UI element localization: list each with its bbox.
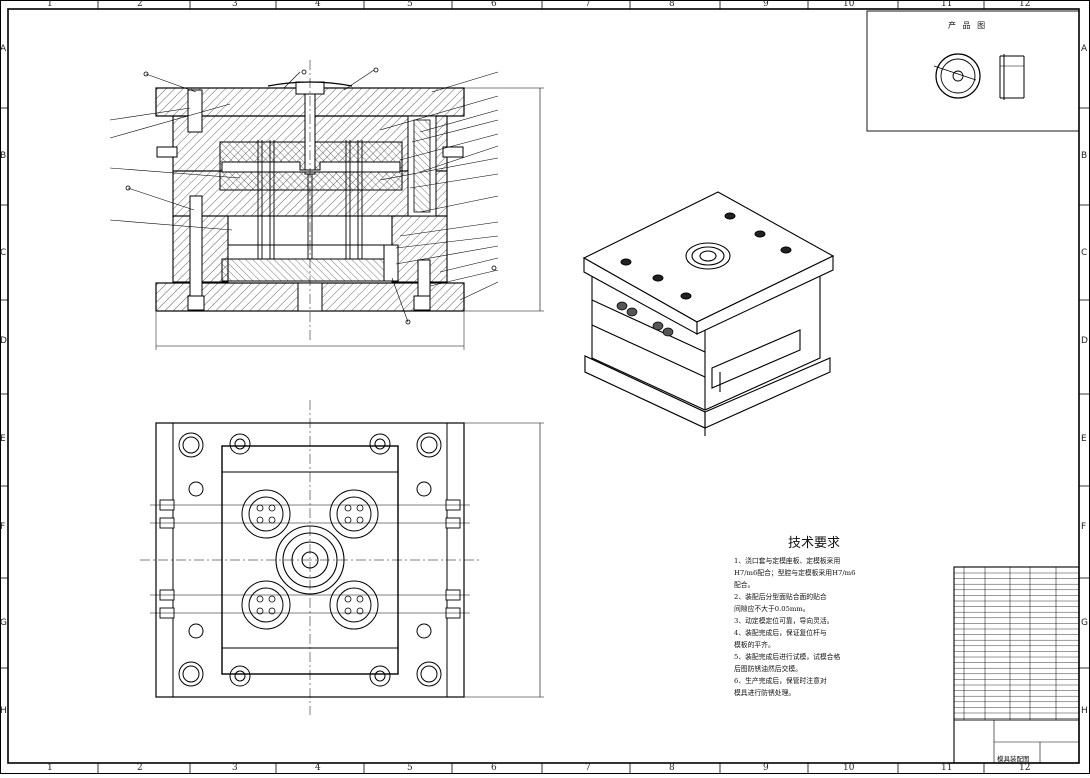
zone-number: 5: [407, 0, 413, 9]
zone-number: 12: [1019, 763, 1031, 773]
requirement-line: 2、装配后分型面贴合面的贴合: [734, 593, 827, 601]
zone-number: 7: [585, 763, 591, 773]
requirement-line: 模具进行防锈处理。: [734, 689, 796, 697]
requirement-line: 1、浇口套与定模座板、定模板采用: [734, 557, 841, 565]
zone-number: 8: [669, 0, 675, 9]
requirement-line: H7/m6配合；型腔与定模板采用H7/m6: [734, 569, 856, 577]
zone-number: 11: [941, 763, 953, 773]
zone-number: 3: [232, 763, 238, 773]
requirement-line: 6、生产完成后，保管时注意对: [734, 677, 827, 685]
zone-number: 2: [137, 0, 143, 9]
zone-letter: B: [1081, 151, 1088, 161]
requirement-line: 后图防锈油然后交模。: [734, 665, 802, 673]
zone-number: 6: [491, 0, 497, 9]
zone-letter: C: [0, 248, 7, 258]
zone-letter: D: [0, 336, 7, 346]
isometric-view: [582, 191, 835, 436]
technical-requirements-title: 技术要求: [787, 536, 840, 551]
requirement-line: 4、装配完成后，保证复位杆与: [734, 629, 827, 637]
requirement-line: 模板的平齐。: [734, 641, 775, 649]
zone-number: 6: [491, 763, 497, 773]
zone-number: 12: [1019, 0, 1031, 9]
zone-letter: G: [0, 618, 7, 628]
plan-view: [140, 400, 544, 715]
requirement-line: 间隙应不大于0.05mm。: [734, 605, 810, 613]
zone-letter: H: [1081, 706, 1088, 716]
zone-letter: E: [0, 434, 6, 444]
zone-number: 4: [315, 763, 321, 773]
zone-number: 10: [843, 0, 855, 9]
title-block: [953, 566, 1080, 764]
section-view: [109, 60, 544, 350]
zone-number: 11: [941, 0, 953, 9]
zone-letter: D: [1081, 336, 1088, 346]
zone-number: 3: [232, 0, 238, 9]
zone-number: 1: [47, 0, 53, 9]
product-view-frame: [866, 10, 1080, 132]
drawing-name: 模具装配图: [997, 755, 1030, 763]
zone-letter: G: [1081, 618, 1088, 628]
technical-requirements: 技术要求 1、浇口套与定模座板、定模板采用 H7/m6配合；型腔与定模板采用H7…: [734, 532, 894, 699]
requirement-line: 配合。: [734, 581, 755, 589]
zone-number: 2: [137, 763, 143, 773]
zone-letter: E: [1081, 434, 1087, 444]
requirement-line: 3、动定模定位可靠，导向灵活。: [734, 617, 834, 625]
zone-number: 9: [763, 0, 769, 9]
zone-letter: A: [1081, 44, 1088, 54]
zone-letter: B: [0, 151, 7, 161]
zone-number: 8: [669, 763, 675, 773]
zone-number: 9: [763, 763, 769, 773]
requirement-line: 5、装配完成后进行试模，试模合格: [734, 653, 841, 661]
zone-number: 1: [47, 763, 53, 773]
zone-number: 5: [407, 763, 413, 773]
zone-number: 10: [843, 763, 855, 773]
product-view-title: 产 品 图: [948, 21, 988, 30]
zone-letter: F: [0, 522, 6, 532]
zone-number: 4: [315, 0, 321, 9]
zone-letter: F: [1081, 522, 1087, 532]
zone-letter: A: [0, 44, 7, 54]
zone-letter: C: [1081, 248, 1088, 258]
zone-letter: H: [0, 706, 7, 716]
zone-number: 7: [585, 0, 591, 9]
